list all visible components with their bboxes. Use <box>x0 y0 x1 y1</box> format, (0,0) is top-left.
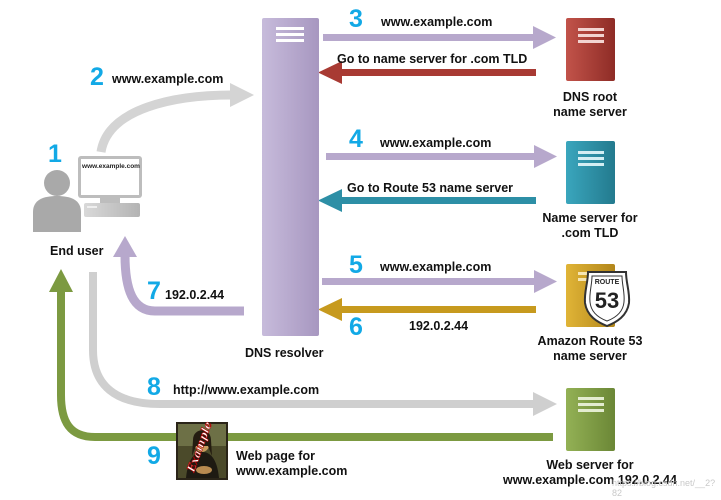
route53-shield-top: ROUTE <box>595 279 620 286</box>
step-8-label: http://www.example.com <box>173 383 320 397</box>
dns-resolver-icon <box>262 18 319 336</box>
web-page-caption: Web page for www.example.com <box>236 449 347 479</box>
step-6-label: 192.0.2.44 <box>409 319 469 333</box>
computer-icon <box>78 156 142 217</box>
step-number-9: 9 <box>147 442 161 470</box>
step-7-label: 192.0.2.44 <box>165 288 225 302</box>
tld-reply-label: Go to Route 53 name server <box>347 181 514 195</box>
arrow-reply-tld <box>318 189 536 212</box>
root-server-label: DNS root name server <box>530 90 650 120</box>
web-server-label-line1: Web server for <box>546 458 634 472</box>
arrow-step-8 <box>89 272 557 416</box>
step-number-5: 5 <box>349 251 363 279</box>
tld-server-label: Name server for .com TLD <box>530 211 650 241</box>
arrow-step-4 <box>326 145 557 168</box>
arrow-step-3 <box>323 26 556 49</box>
web-page-caption-line1: Web page for <box>236 449 315 463</box>
route53-shield-icon: ROUTE 53 <box>583 271 631 328</box>
watermark-text: https://blog.csdn.net/__2?82 <box>612 478 716 498</box>
arrow-step-6 <box>318 298 536 321</box>
step-number-1: 1 <box>48 140 62 168</box>
root-server-label-line1: DNS root <box>562 90 618 104</box>
web-page-caption-line2: www.example.com <box>236 464 348 478</box>
arrow-step-2 <box>96 83 254 154</box>
step-5-label: www.example.com <box>380 260 492 274</box>
step-3-label: www.example.com <box>381 15 493 29</box>
root-reply-label: Go to name server for .com TLD <box>337 52 528 66</box>
web-server-label: Web server for www.example.com 192.0.2.4… <box>490 458 690 488</box>
route53-server-label: Amazon Route 53 name server <box>520 334 660 364</box>
step-number-3: 3 <box>349 5 363 33</box>
dns-resolver-label: DNS resolver <box>245 346 324 360</box>
step-4-label: www.example.com <box>380 136 492 150</box>
tld-server-icon <box>566 141 615 204</box>
web-server-label-line2: www.example.com 192.0.2.44 <box>503 473 677 487</box>
route53-server-label-line2: name server <box>553 349 627 363</box>
step-number-4: 4 <box>349 125 363 153</box>
root-server-label-line2: name server <box>553 105 627 119</box>
route53-server-label-line1: Amazon Route 53 <box>537 334 643 348</box>
route53-shield-number: 53 <box>595 288 619 313</box>
tld-server-label-line2: .com TLD <box>561 226 619 240</box>
mona-lisa-image: Example <box>176 420 228 480</box>
user-icon <box>33 170 81 232</box>
step-number-2: 2 <box>90 63 104 91</box>
arrow-step-9 <box>49 269 553 441</box>
step-number-6: 6 <box>349 313 363 341</box>
web-server-icon <box>566 388 615 451</box>
end-user-label: End user <box>50 244 104 258</box>
arrow-step-5 <box>322 270 557 293</box>
step-number-7: 7 <box>147 277 161 305</box>
tld-server-label-line1: Name server for <box>542 211 638 225</box>
step-number-8: 8 <box>147 373 161 401</box>
arrow-reply-root <box>318 61 536 84</box>
computer-screen-text: www.example.com <box>82 163 140 170</box>
root-server-icon <box>566 18 615 81</box>
step-2-label: www.example.com <box>112 72 224 86</box>
arrow-step-7 <box>113 236 244 316</box>
